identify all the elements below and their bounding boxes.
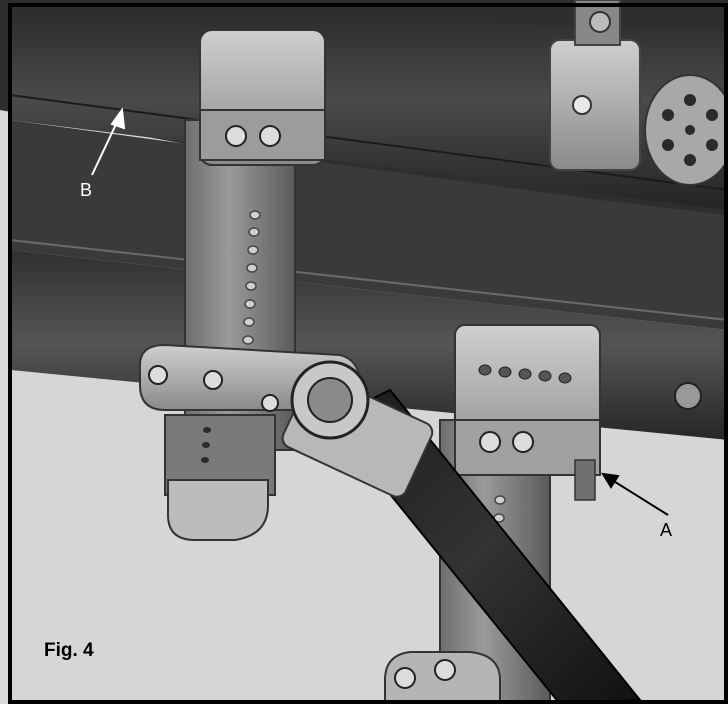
left-foot-pad (167, 479, 269, 541)
figure-caption: Fig. 4 (44, 640, 94, 661)
upper-tube (10, 10, 728, 210)
bracket-bolt-3 (261, 394, 279, 412)
left-clamp-bolt-2 (259, 125, 281, 147)
callout-arrow-b (91, 107, 126, 176)
right-clamp-lip (574, 459, 596, 501)
figure-border (8, 3, 728, 704)
callout-label-a: A (660, 520, 673, 540)
callout-label-b: B (80, 180, 93, 200)
pivot-bolt-head (307, 377, 353, 423)
sleeve-holes (201, 427, 211, 463)
clamp-bolt (572, 95, 592, 115)
right-clamp-bolt-1 (479, 431, 501, 453)
panel-edge (9, 239, 728, 321)
bracket-bolt-1 (148, 365, 168, 385)
left-post-adjust-holes (242, 210, 261, 345)
bracket-bolt-2 (203, 370, 223, 390)
left-clamp-band (199, 109, 326, 161)
bottom-bolt-1 (394, 667, 416, 689)
top-bolt (589, 11, 611, 33)
hub-bolt-holes (662, 94, 718, 166)
upper-right-clamp (549, 39, 641, 171)
right-clamp-bolt-2 (512, 431, 534, 453)
right-clamp-holes (478, 364, 572, 384)
upper-tube-seam (9, 94, 728, 191)
callout-arrow-a (601, 472, 669, 516)
left-clamp-bolt-1 (225, 125, 247, 147)
lower-tube-bolt (674, 382, 702, 410)
bottom-bolt-2 (434, 659, 456, 681)
